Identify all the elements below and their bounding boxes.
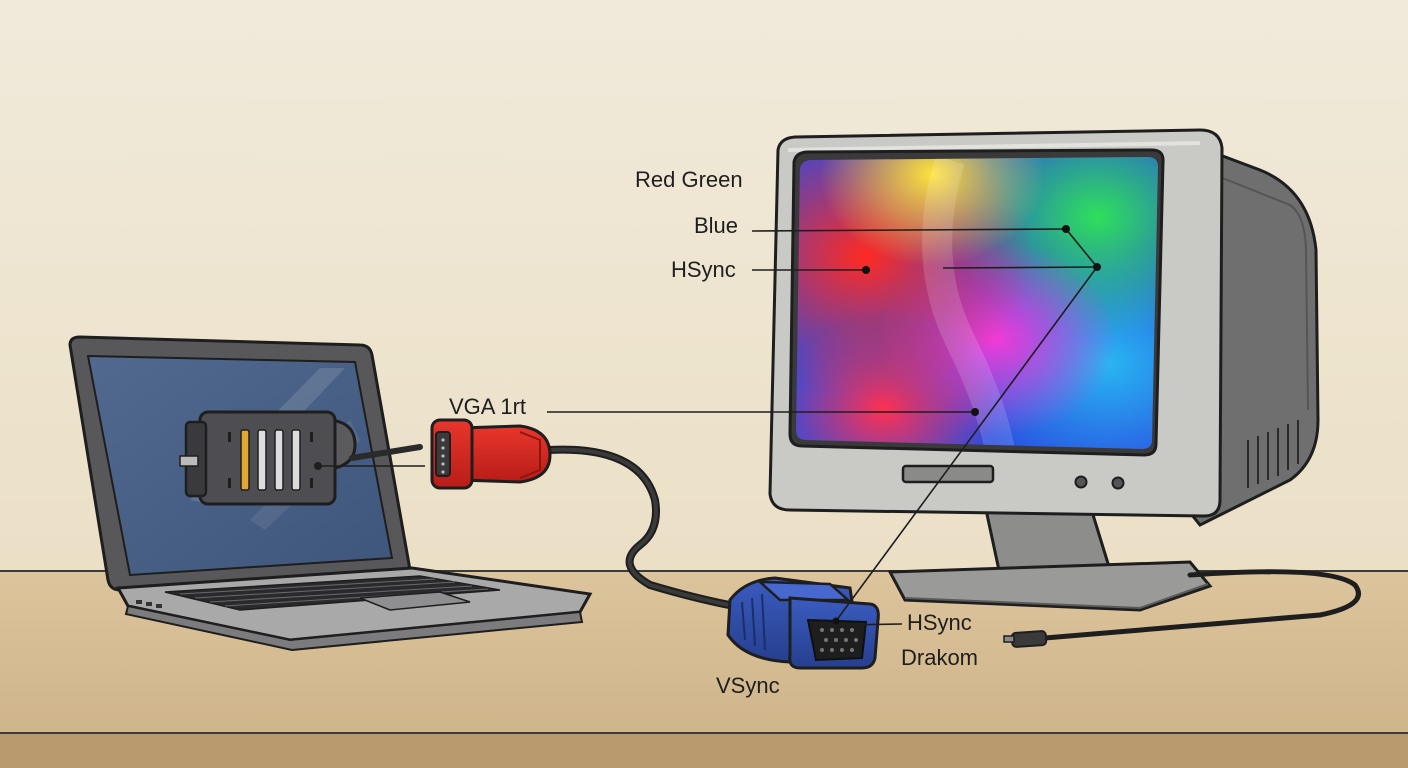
monitor-power-cable (1042, 569, 1361, 641)
monitor-front-slot (901, 464, 995, 484)
dot-red (862, 266, 870, 274)
dot-green (1093, 263, 1101, 271)
dot-blue (1062, 225, 1070, 233)
leader-screen-mid (942, 266, 1098, 269)
label-vsync: VSync (716, 673, 780, 698)
crt-monitor-icon (768, 128, 1320, 612)
label-vga-port: VGA 1rt (449, 394, 526, 419)
label-hsync-bottom: HSync (907, 610, 972, 635)
callout-dots (832, 225, 1101, 625)
leader-green-join (1065, 228, 1098, 268)
callout-lines (547, 228, 1098, 626)
vga-adapter-icon (179, 410, 357, 506)
power-plug-icon (1003, 630, 1048, 648)
leader-blue (751, 228, 1067, 232)
monitor-vents (1247, 420, 1299, 488)
label-hsync-top: HSync (671, 257, 736, 282)
label-blue: Blue (694, 213, 738, 238)
vga-female-connector-icon (726, 576, 880, 670)
label-red-green: Red Green (635, 167, 743, 192)
label-drakom: Drakom (901, 645, 978, 670)
vga-male-connector-icon (430, 418, 552, 490)
dot-vga-port (971, 408, 979, 416)
monitor-screen-rgb (796, 157, 1158, 449)
monitor-stand-base (887, 560, 1213, 612)
desk-front-edge (0, 733, 1408, 768)
monitor-button-1 (1074, 475, 1088, 489)
adapter-cable (349, 444, 423, 461)
dot-connector (832, 617, 840, 625)
leader-diagonal (835, 266, 1098, 622)
laptop-touchpad (359, 591, 471, 611)
leader-hsync-bottom (845, 623, 903, 626)
monitor-button-2 (1111, 476, 1125, 490)
